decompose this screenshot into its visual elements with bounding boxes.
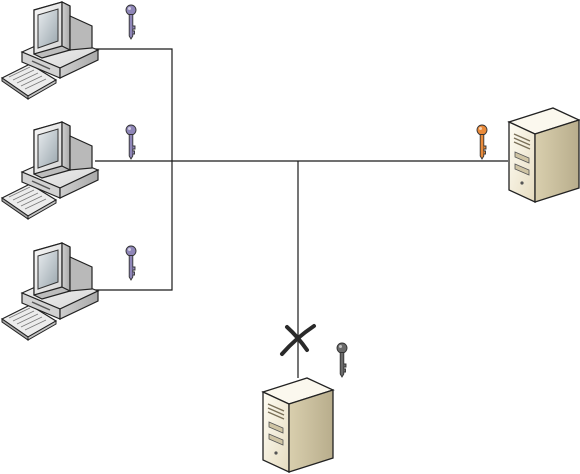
key-icon xyxy=(125,4,137,40)
desktop-computer-icon[interactable] xyxy=(1,242,99,341)
desktop-computer-icon[interactable] xyxy=(1,1,99,100)
tower-server-icon[interactable] xyxy=(262,377,334,473)
wire-client-3 xyxy=(95,161,173,291)
desktop-computer-icon[interactable] xyxy=(1,121,99,220)
tower-server-icon[interactable] xyxy=(508,107,580,203)
wire-client-1 xyxy=(95,48,173,161)
key-icon xyxy=(125,245,137,281)
key-icon xyxy=(336,342,348,378)
link-cut-marker xyxy=(280,324,316,356)
key-icon xyxy=(476,124,488,160)
network-wires xyxy=(95,48,508,378)
key-icon xyxy=(125,124,137,160)
